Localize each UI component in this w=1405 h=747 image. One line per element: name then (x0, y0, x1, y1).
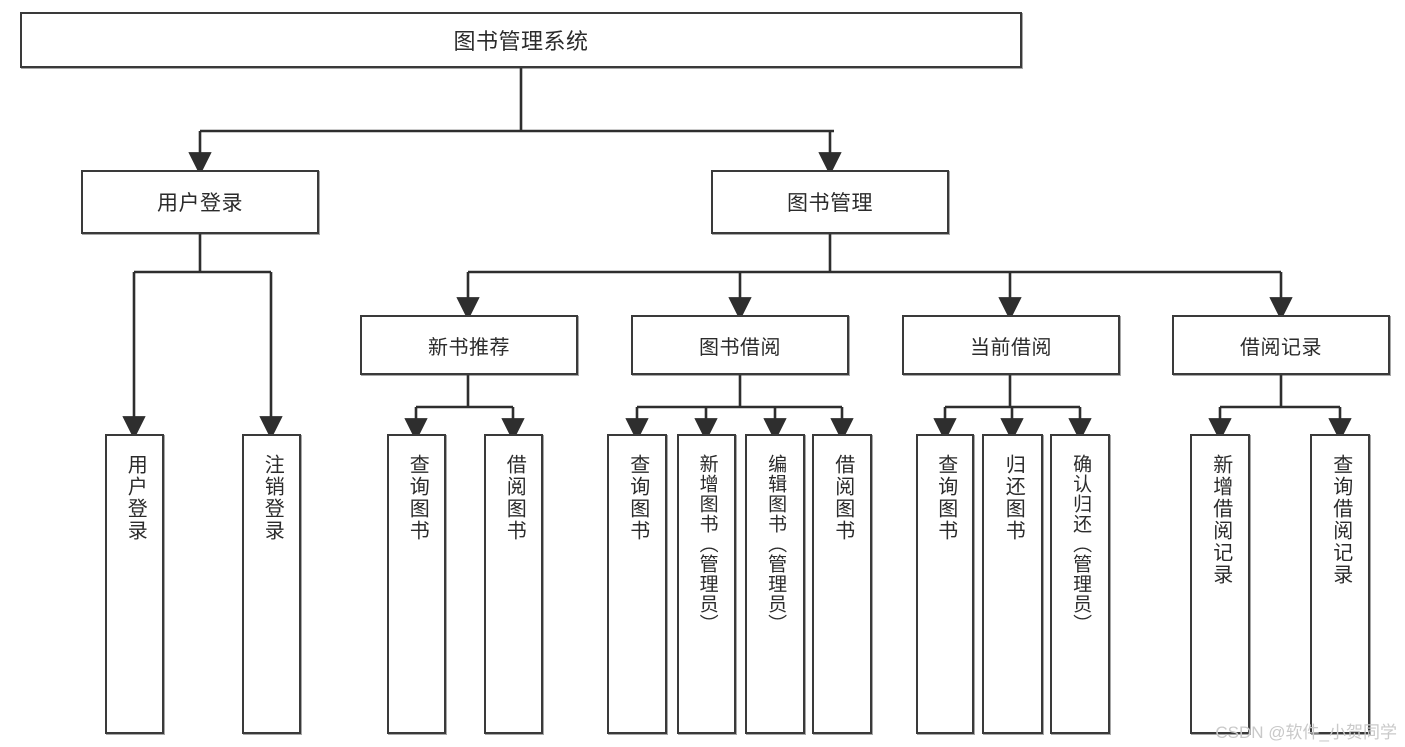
node-level3[interactable]: 借阅记录 (1172, 315, 1390, 375)
node-leaf-label: 新增图书（管理员） (696, 454, 718, 634)
node-leaf[interactable]: 借阅图书 (484, 434, 543, 734)
node-leaf-label: 新增借阅记录 (1209, 454, 1232, 586)
node-leaf[interactable]: 新增图书（管理员） (677, 434, 736, 734)
node-level3[interactable]: 新书推荐 (360, 315, 578, 375)
watermark: CSDN @软件_小贺同学 (1215, 723, 1397, 742)
node-leaf[interactable]: 确认归还（管理员） (1050, 434, 1110, 734)
node-leaf[interactable]: 查询借阅记录 (1310, 434, 1370, 734)
node-leaf[interactable]: 查询图书 (607, 434, 667, 734)
node-leaf-label: 查询图书 (934, 454, 957, 542)
node-leaf[interactable]: 查询图书 (916, 434, 974, 734)
node-leaf[interactable]: 查询图书 (387, 434, 446, 734)
node-leaf-label: 确认归还（管理员） (1070, 454, 1092, 634)
node-leaf-label: 注销登录 (261, 454, 284, 542)
node-leaf-label: 查询图书 (626, 454, 649, 542)
node-leaf-label: 编辑图书（管理员） (765, 454, 787, 634)
node-leaf[interactable]: 注销登录 (242, 434, 301, 734)
node-level3-label: 当前借阅 (970, 336, 1052, 359)
node-level2[interactable]: 用户登录 (81, 170, 319, 234)
node-leaf[interactable]: 归还图书 (982, 434, 1043, 734)
node-level3-label: 借阅记录 (1240, 336, 1322, 359)
node-leaf-label: 查询图书 (406, 454, 429, 542)
node-leaf[interactable]: 用户登录 (105, 434, 164, 734)
node-level2[interactable]: 图书管理 (711, 170, 949, 234)
node-leaf[interactable]: 编辑图书（管理员） (745, 434, 805, 734)
node-level2-label: 用户登录 (157, 192, 243, 215)
node-leaf-label: 借阅图书 (503, 454, 526, 542)
node-leaf[interactable]: 新增借阅记录 (1190, 434, 1250, 734)
node-level3[interactable]: 当前借阅 (902, 315, 1120, 375)
node-leaf[interactable]: 借阅图书 (812, 434, 872, 734)
node-root-label: 图书管理系统 (453, 29, 589, 54)
node-level3-label: 新书推荐 (428, 336, 510, 359)
node-leaf-label: 借阅图书 (831, 454, 854, 542)
node-level3[interactable]: 图书借阅 (631, 315, 849, 375)
node-leaf-label: 查询借阅记录 (1329, 454, 1352, 586)
node-level2-label: 图书管理 (787, 192, 873, 215)
node-level3-label: 图书借阅 (699, 336, 781, 359)
node-root[interactable]: 图书管理系统 (20, 12, 1022, 68)
node-leaf-label: 归还图书 (1002, 454, 1025, 542)
node-leaf-label: 用户登录 (124, 454, 147, 542)
